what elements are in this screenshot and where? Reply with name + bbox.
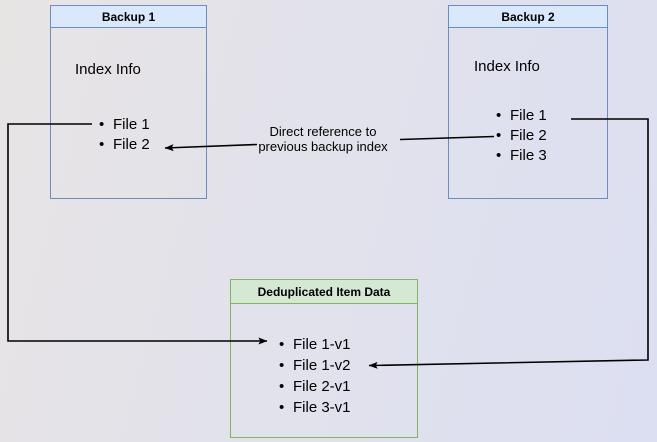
node-backup2-title: Backup 2 (501, 9, 555, 24)
backup2-file-list: File 1 File 2 File 3 (496, 106, 547, 166)
list-item: File 1-v1 (279, 334, 351, 355)
list-item: File 3-v1 (279, 397, 351, 418)
list-item: File 2 (99, 135, 150, 155)
node-dedup-title: Deduplicated Item Data (257, 284, 391, 299)
dedup-file-list: File 1-v1 File 1-v2 File 2-v1 File 3-v1 (279, 334, 351, 418)
node-backup1: Backup 1 (50, 5, 207, 199)
list-item: File 1-v2 (279, 355, 351, 376)
edge-reference-label-line2: previous backup index (258, 139, 388, 154)
list-item: File 3 (496, 146, 547, 166)
edge-reference-label: Direct reference to previous backup inde… (238, 124, 408, 154)
list-item: File 2-v1 (279, 376, 351, 397)
list-item: File 1 (99, 115, 150, 135)
node-dedup-header: Deduplicated Item Data (231, 280, 417, 304)
node-backup1-title: Backup 1 (101, 9, 156, 24)
node-backup2: Backup 2 (448, 5, 608, 199)
list-item: File 1 (496, 106, 547, 126)
backup2-index-info-label: Index Info (474, 58, 540, 75)
list-item: File 2 (496, 126, 547, 146)
backup1-index-info-label: Index Info (75, 61, 141, 78)
edge-reference-label-line1: Direct reference to (269, 124, 377, 139)
backup1-file-list: File 1 File 2 (99, 115, 150, 155)
node-backup2-header: Backup 2 (449, 6, 607, 28)
node-backup1-header: Backup 1 (51, 6, 206, 28)
